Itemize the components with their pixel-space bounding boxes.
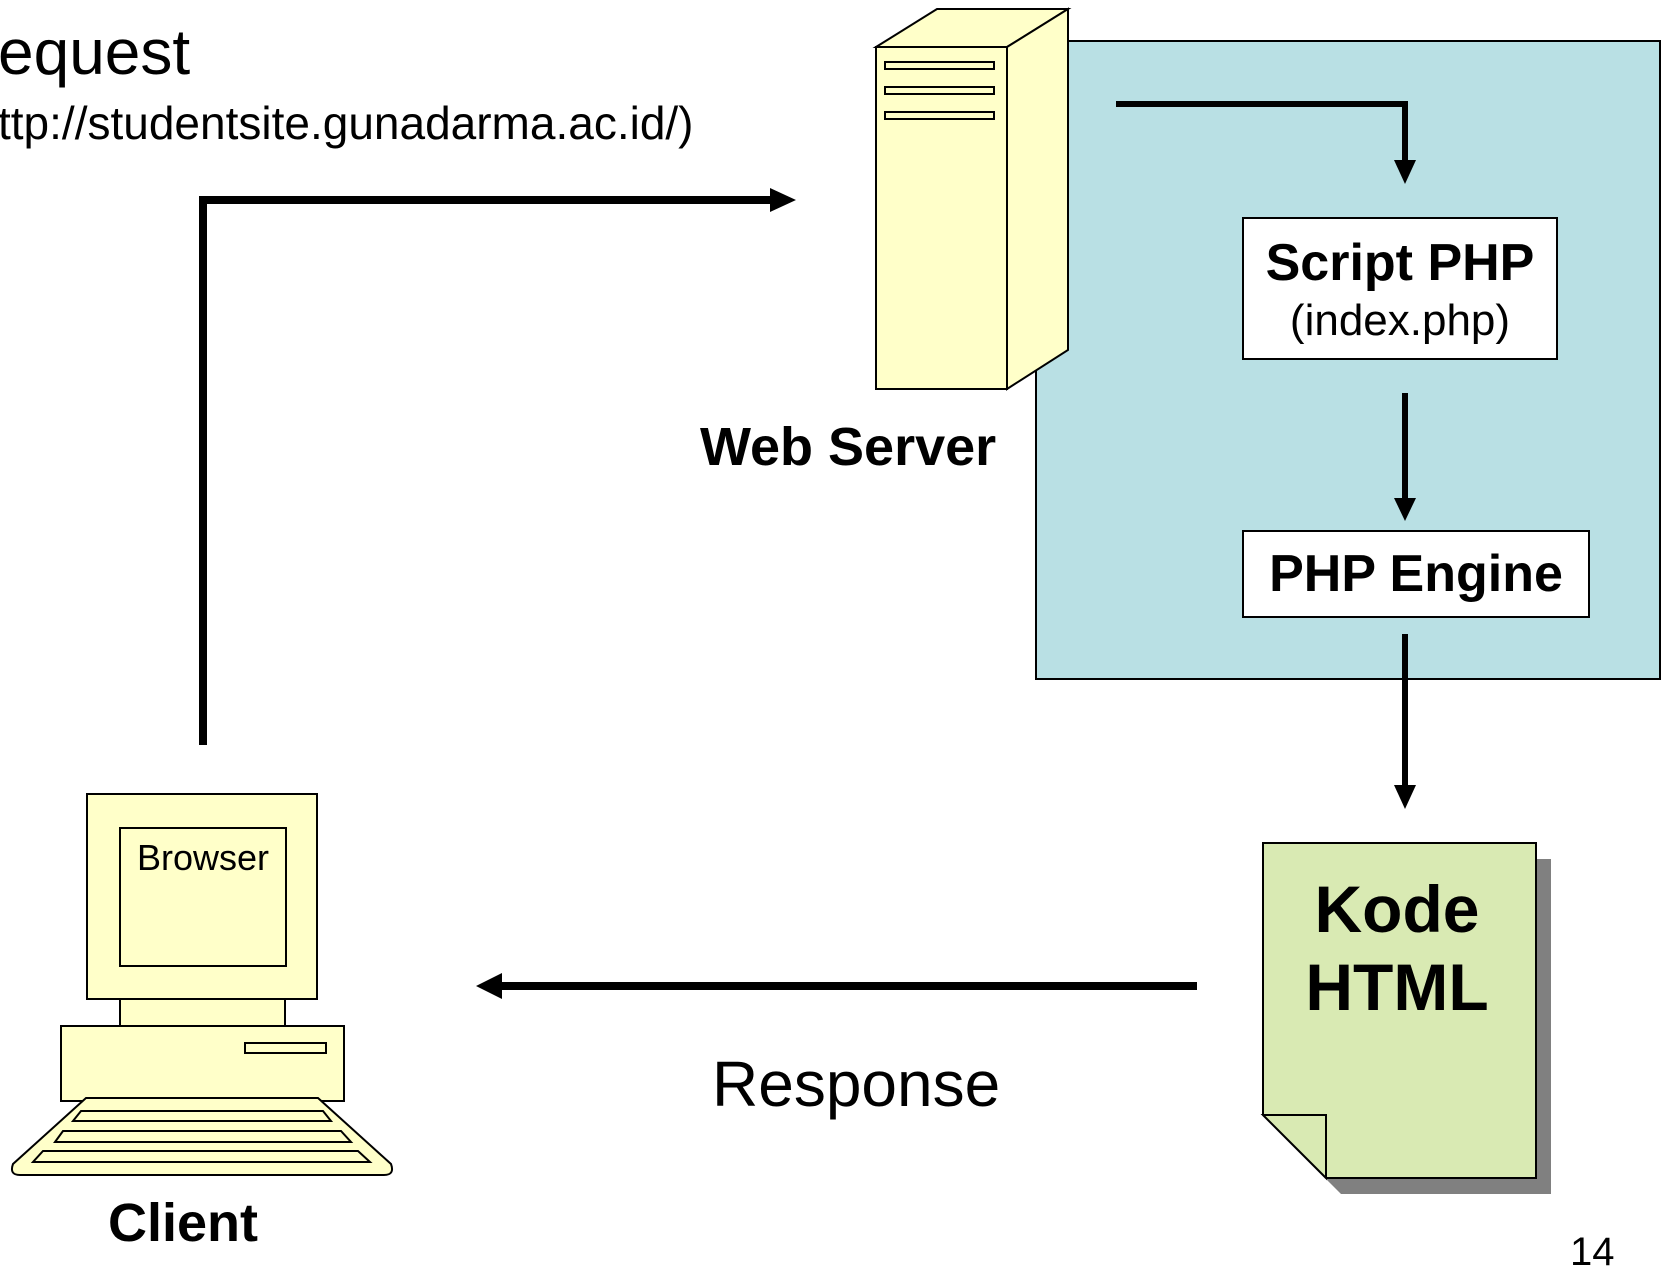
html-document-label: Kode HTML — [1262, 870, 1532, 1026]
html-document-icon — [1260, 842, 1551, 1194]
php-engine-box: PHP Engine — [1242, 530, 1590, 618]
html-document-line2: HTML — [1305, 950, 1489, 1024]
request-label: equest — [0, 16, 191, 88]
engine-to-html-arrowhead — [1394, 785, 1416, 809]
server-to-script-arrowhead — [1394, 160, 1416, 184]
request-url: ttp://studentsite.gunadarma.ac.id/) — [0, 97, 694, 149]
client-computer-icon — [10, 793, 394, 1176]
script-to-engine-arrowhead — [1394, 498, 1416, 521]
html-document-line1: Kode — [1314, 872, 1480, 946]
page-number: 14 — [1570, 1230, 1615, 1274]
response-label: Response — [712, 1048, 1001, 1120]
script-php-title: Script PHP — [1265, 234, 1535, 292]
script-php-file: (index.php) — [1289, 296, 1511, 345]
request-arrow — [199, 196, 770, 745]
script-php-box: Script PHP (index.php) — [1242, 217, 1558, 360]
server-tower-icon — [872, 7, 1072, 391]
web-server-label: Web Server — [700, 417, 997, 477]
browser-label: Browser — [136, 837, 270, 878]
response-arrowhead — [476, 973, 502, 999]
client-label: Client — [108, 1193, 259, 1253]
request-arrowhead — [770, 188, 796, 212]
server-to-script-arrow — [1116, 101, 1408, 162]
